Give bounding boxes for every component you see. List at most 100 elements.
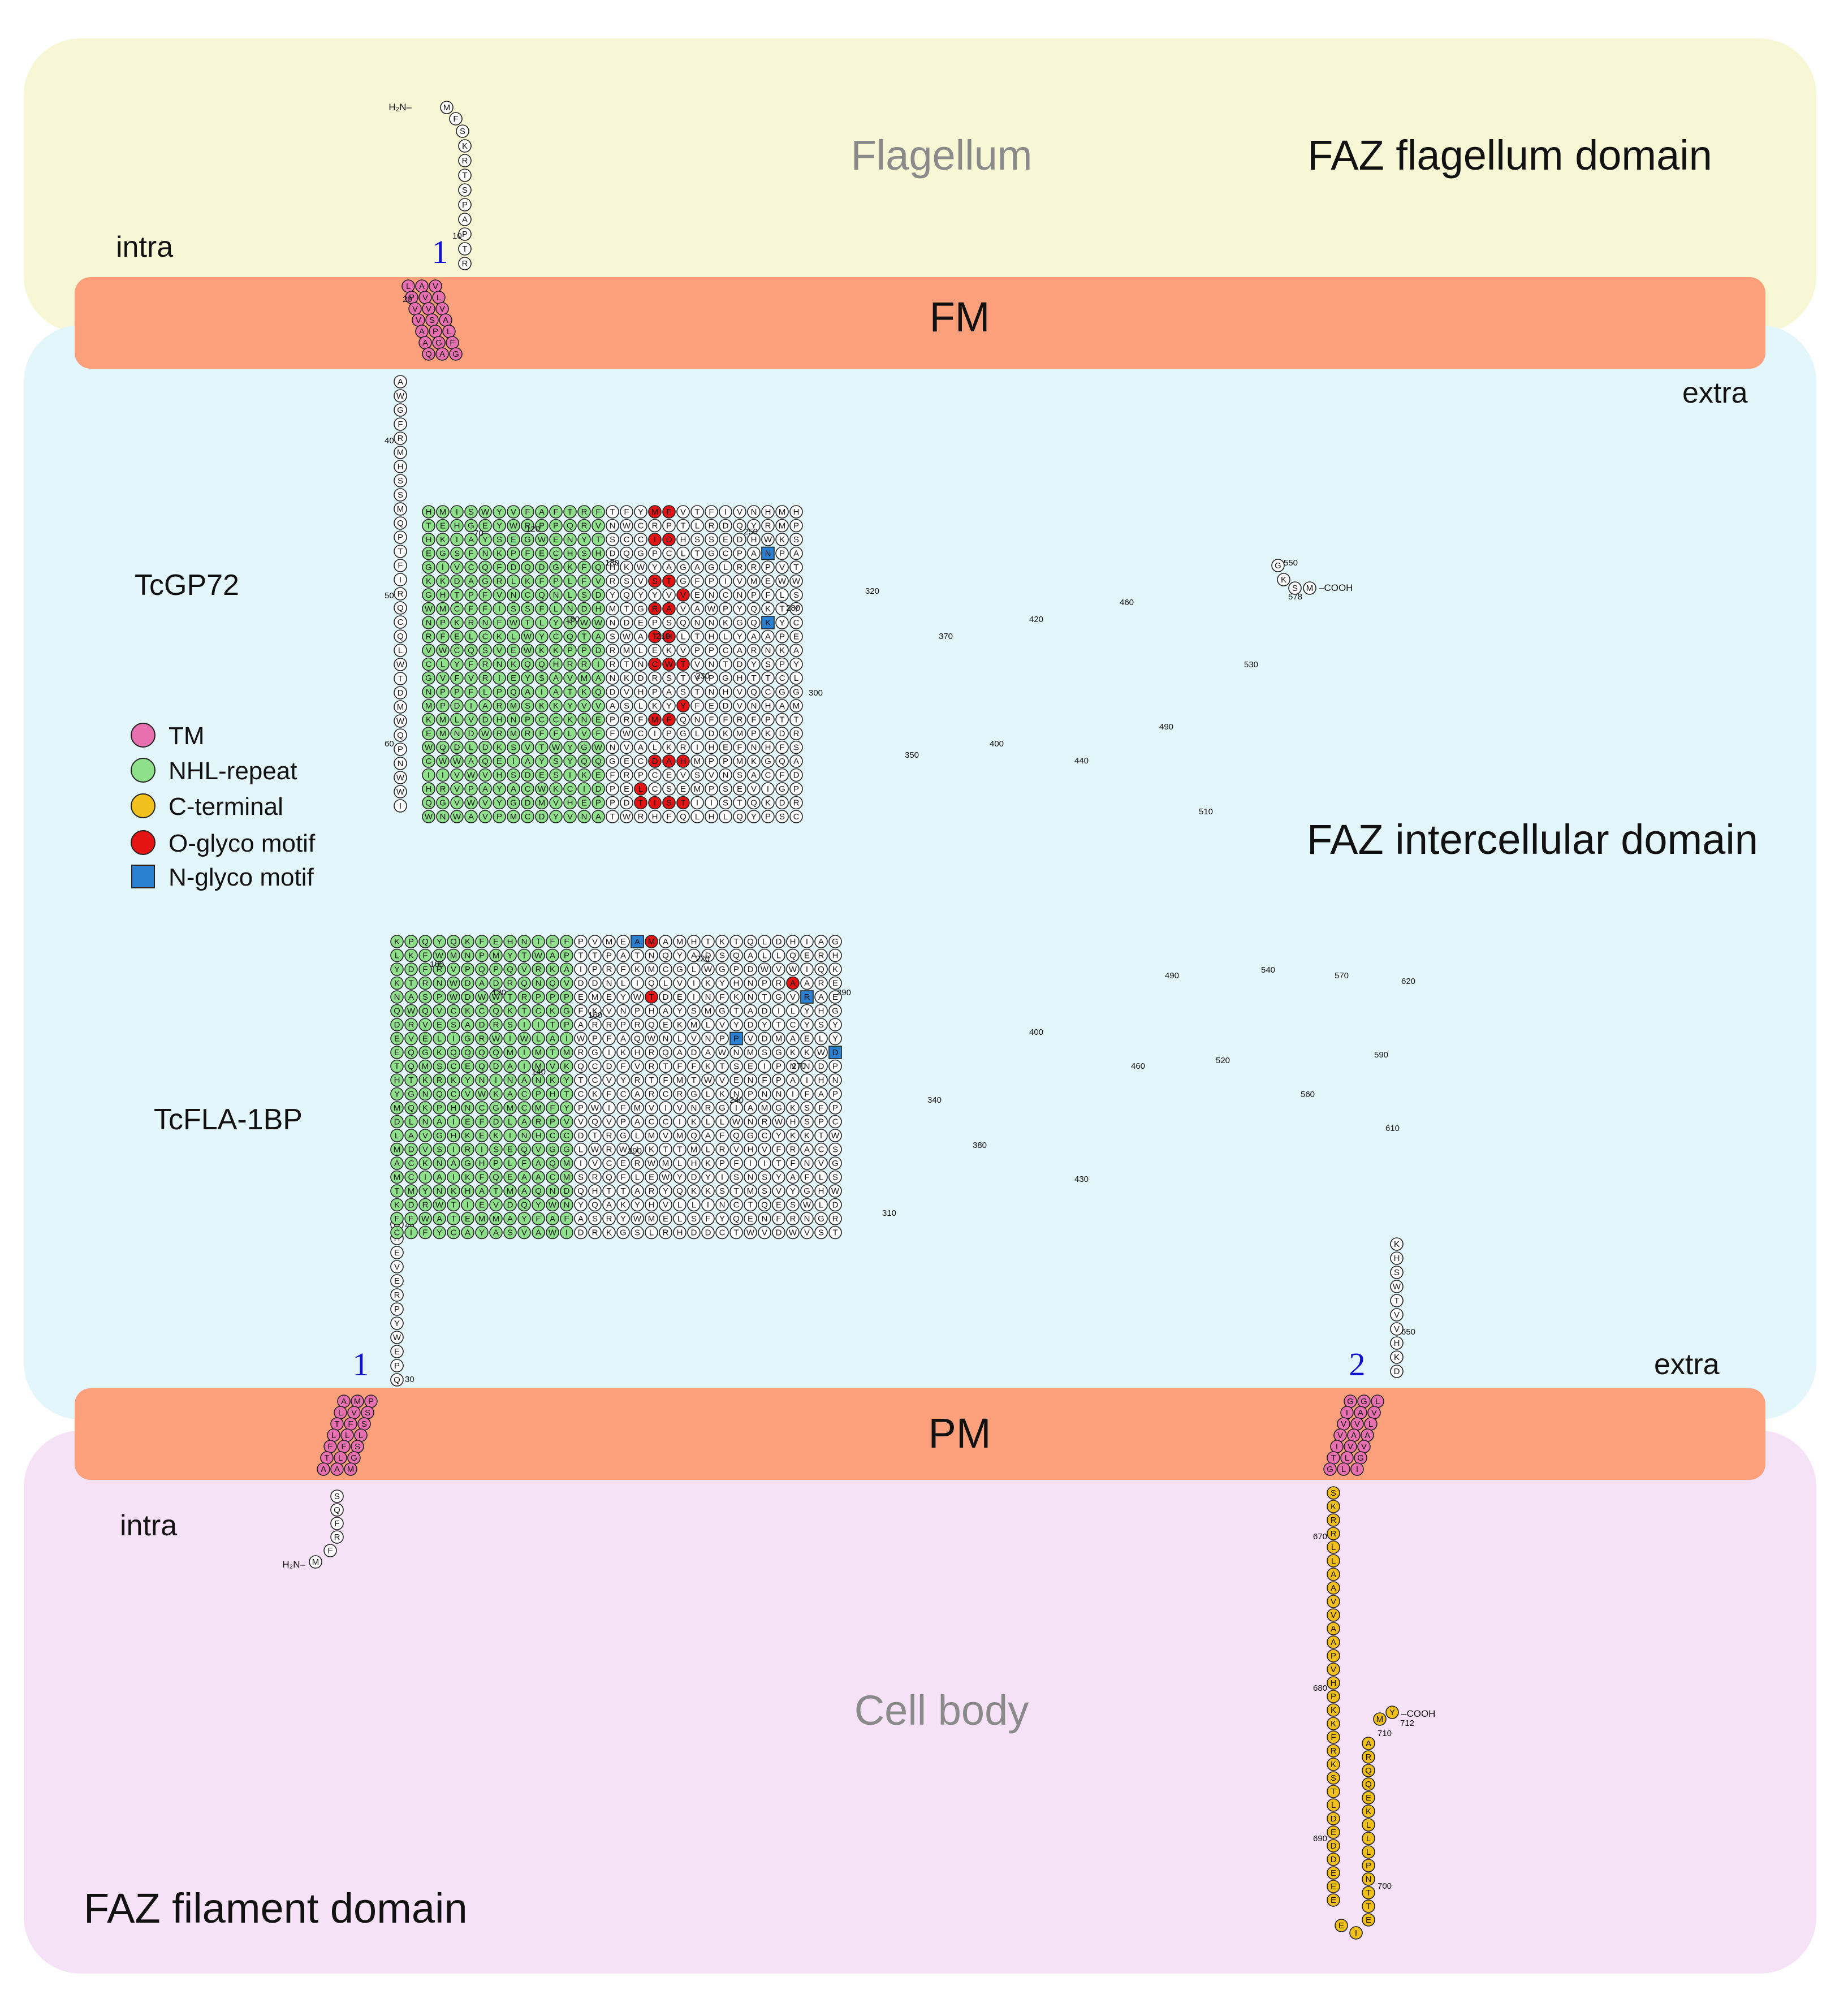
svg-text:D: D [394,1117,400,1127]
svg-text:M: M [779,507,786,517]
residue: V [560,1115,573,1129]
residue: F [719,713,732,727]
svg-text:M: M [397,504,404,514]
svg-text:A: A [751,549,757,559]
svg-text:T: T [776,1159,781,1168]
residue: F [521,505,534,519]
svg-text:W: W [467,771,476,780]
svg-text:V: V [818,1159,824,1168]
residue: K [418,1101,432,1115]
svg-text:T: T [451,1214,456,1224]
svg-text:V: V [550,1062,555,1072]
residue: R [394,431,407,445]
svg-text:A: A [437,1214,442,1224]
residue: I [563,768,577,782]
residue: Y [673,948,686,962]
svg-text:S: S [762,1186,767,1196]
residue: F [729,1156,743,1170]
svg-text:D: D [564,1186,570,1196]
svg-text:I: I [509,1034,511,1044]
svg-text:A: A [790,979,796,988]
svg-text:T: T [334,1419,339,1429]
svg-text:I: I [583,784,585,794]
residue: Q [676,616,690,629]
residue: C [404,1156,418,1170]
svg-text:N: N [1366,1875,1372,1884]
svg-text:I: I [495,1076,497,1085]
svg-text:F: F [694,577,700,586]
svg-text:E: E [479,1201,485,1210]
residue: A [461,1225,474,1240]
residue: F [394,417,407,431]
residue: C [563,782,577,796]
svg-text:C: C [536,1007,542,1016]
residue: W [588,1101,602,1115]
residue: T [390,1184,404,1198]
residue: Y [789,602,803,616]
residue: Q [546,1156,559,1170]
residue: M [560,1156,573,1170]
residue: R [577,519,591,533]
residue: I [394,573,407,586]
residue: P [394,530,407,544]
svg-text:K: K [620,1201,626,1210]
svg-text:P: P [779,549,785,559]
residue: M [659,1156,672,1170]
svg-text:C: C [394,1228,400,1238]
residue: T [701,935,715,948]
residue: P [390,1359,404,1372]
residue: Y [616,1073,630,1087]
residue: S [786,1198,800,1212]
residue: V [620,740,633,754]
svg-text:V: V [581,729,587,739]
svg-text:S: S [437,1145,442,1155]
svg-text:W: W [467,798,476,808]
residue: S [464,505,478,519]
residue: H [648,810,662,823]
svg-text:C: C [451,1062,457,1072]
svg-text:Y: Y [804,1020,810,1030]
residue: F [418,1225,432,1240]
svg-text:F: F [496,563,502,572]
svg-text:H: H [748,1145,754,1155]
svg-text:N: N [437,979,443,988]
residue: V [450,768,464,782]
residue: M [507,699,520,713]
residue: E [1327,1893,1340,1907]
residue: Y [503,948,517,962]
residue: G [814,1212,828,1225]
svg-text:T: T [638,798,643,808]
svg-text:K: K [649,1145,654,1155]
svg-text:P: P [536,1090,541,1099]
svg-text:Q: Q [623,549,630,559]
residue: C [588,1073,602,1087]
residue-number: 420 [1029,615,1043,624]
residue: C [634,519,647,533]
residue-number: 160 [565,615,580,624]
svg-text:H: H [765,507,771,517]
residue: D [701,948,715,962]
gp72-c-terminus: –COOH [1319,582,1353,593]
svg-text:L: L [395,1131,399,1141]
svg-text:V: V [680,605,686,614]
svg-text:S: S [460,127,465,136]
residue: C [719,588,732,602]
residue: T [761,671,775,685]
residue: H [1390,1336,1404,1350]
residue: H [729,976,743,990]
svg-text:P: P [408,937,414,947]
residue: W [418,1212,432,1225]
svg-text:F: F [327,1546,333,1556]
residue: A [800,976,814,990]
svg-text:C: C [638,729,644,739]
svg-text:L: L [469,743,473,753]
svg-text:D: D [624,618,630,628]
svg-text:L: L [338,1453,343,1463]
svg-text:L: L [723,812,728,822]
svg-text:E: E [578,992,584,1002]
svg-text:W: W [425,812,433,822]
svg-text:Q: Q [1365,1780,1372,1789]
pm-label: PM [929,1410,991,1457]
svg-text:Q: Q [394,1375,400,1385]
residue: A [330,1462,344,1476]
